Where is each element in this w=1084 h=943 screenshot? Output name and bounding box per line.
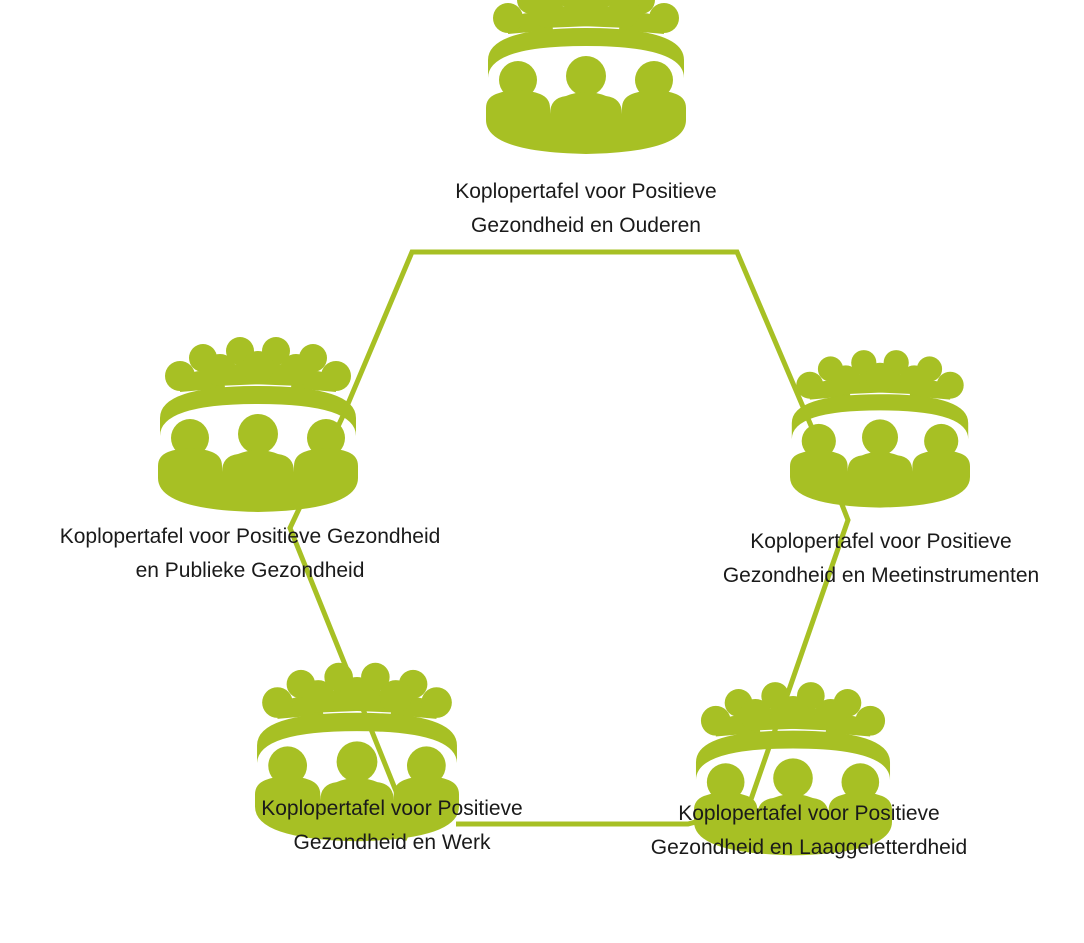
meeting-table-icon-ouderen [486,0,686,154]
label-meetinstrumenten: Koplopertafel voor Positieve Gezondheid … [722,530,1040,587]
label-publieke-gezondheid: Koplopertafel voor Positieve Gezondheid … [59,525,441,582]
meeting-tables [158,0,970,856]
label-werk: Koplopertafel voor Positieve Gezondheid … [261,797,523,854]
label-ouderen: Koplopertafel voor Positieve Gezondheid … [455,180,717,237]
meeting-table-icon-meetinstrumenten [790,350,970,508]
meeting-table-icon-publieke-gezondheid [158,337,358,512]
label-laaggeletterdheid: Koplopertafel voor Positieve Gezondheid … [650,802,968,859]
